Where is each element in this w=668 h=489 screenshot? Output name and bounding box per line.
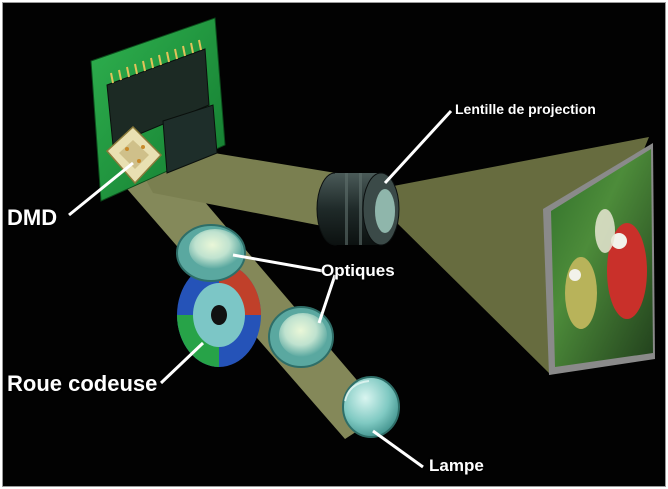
optic-lens-lower — [268, 306, 334, 368]
leader-lines — [68, 109, 453, 469]
projection-screen — [543, 143, 655, 375]
leader-wheel — [159, 341, 205, 385]
leader-lamp — [372, 429, 424, 469]
leader-dmd — [68, 161, 134, 217]
dmd-chip — [105, 125, 163, 185]
label-lamp: Lampe — [429, 456, 484, 475]
leader-optics-lower — [317, 274, 337, 324]
leader-optics-upper — [232, 253, 324, 273]
memory-chip — [106, 48, 210, 146]
label-optics: Optiques — [321, 261, 395, 280]
parrot-left — [565, 257, 597, 329]
dmd-circuit-board — [90, 17, 226, 202]
label-projection-lens: Lentille de projection — [455, 101, 596, 117]
leader-lens — [383, 109, 453, 185]
lamp-bulb — [342, 376, 400, 438]
label-dmd: DMD — [7, 205, 58, 230]
label-color-wheel: Roue codeuse — [7, 371, 158, 396]
dlp-projector-diagram — [68, 17, 655, 469]
projection-lens — [316, 172, 400, 246]
optic-lens-upper — [176, 224, 246, 282]
chip-pins — [110, 39, 202, 84]
color-wheel — [177, 263, 261, 367]
processor-chip — [162, 104, 218, 174]
